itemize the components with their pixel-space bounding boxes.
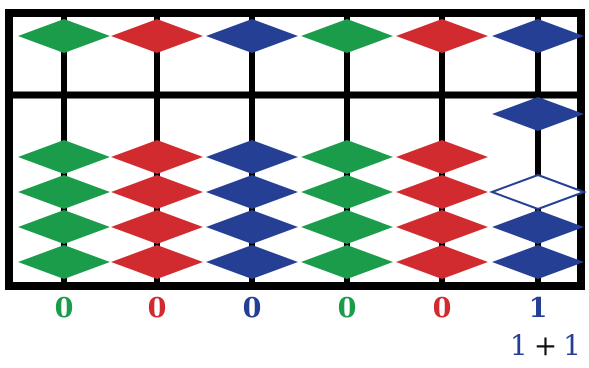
- rod-2-lower-bead-1[interactable]: [111, 140, 203, 174]
- equation: 1+1: [510, 332, 581, 360]
- rod-5-lower-bead-4[interactable]: [396, 245, 488, 279]
- rod-3-upper-bead[interactable]: [206, 19, 298, 53]
- rod-2-lower-bead-3[interactable]: [111, 210, 203, 244]
- rod-6-lower-bead-1[interactable]: [492, 97, 584, 131]
- rod-2-upper-bead[interactable]: [111, 19, 203, 53]
- rod-4-lower-bead-3[interactable]: [301, 210, 393, 244]
- rod-3-lower-bead-4[interactable]: [206, 245, 298, 279]
- rod-6-value: 1: [528, 293, 548, 324]
- rod-4-lower-bead-2[interactable]: [301, 175, 393, 209]
- rod-5-upper-bead[interactable]: [396, 19, 488, 53]
- equation-right-operand: 1: [563, 329, 581, 362]
- rod-1-value: 0: [54, 293, 74, 324]
- rod-5-value: 0: [432, 293, 452, 324]
- rod-2-lower-bead-2[interactable]: [111, 175, 203, 209]
- rod-4-lower-bead-1[interactable]: [301, 140, 393, 174]
- rod-5-lower-bead-1[interactable]: [396, 140, 488, 174]
- equation-operator: +: [533, 329, 558, 362]
- rod-3-lower-bead-1[interactable]: [206, 140, 298, 174]
- equation-left-operand: 1: [509, 329, 528, 362]
- rod-1-lower-bead-4[interactable]: [18, 245, 110, 279]
- rod-6-lower-bead-3[interactable]: [492, 210, 584, 244]
- rod-1-upper-bead[interactable]: [18, 19, 110, 53]
- rod-2-lower-bead-4[interactable]: [111, 245, 203, 279]
- abacus: [5, 9, 587, 290]
- rod-2-value: 0: [147, 293, 167, 324]
- rod-1-lower-bead-1[interactable]: [18, 140, 110, 174]
- rod-3-lower-bead-3[interactable]: [206, 210, 298, 244]
- rod-4-upper-bead[interactable]: [301, 19, 393, 53]
- rod-3-lower-bead-2[interactable]: [206, 175, 298, 209]
- rod-6-lower-bead-4[interactable]: [492, 245, 584, 279]
- rod-3-value: 0: [242, 293, 262, 324]
- rod-6-upper-bead[interactable]: [492, 19, 584, 53]
- rod-1-lower-bead-3[interactable]: [18, 210, 110, 244]
- abacus-rods: [18, 17, 587, 282]
- rod-4-value: 0: [337, 293, 357, 324]
- abacus-frame: [5, 9, 585, 290]
- rod-5-lower-bead-2[interactable]: [396, 175, 488, 209]
- rod-4-lower-bead-4[interactable]: [301, 245, 393, 279]
- rod-1-lower-bead-2[interactable]: [18, 175, 110, 209]
- rod-6-lower-bead-2[interactable]: [489, 173, 587, 211]
- rod-5-lower-bead-3[interactable]: [396, 210, 488, 244]
